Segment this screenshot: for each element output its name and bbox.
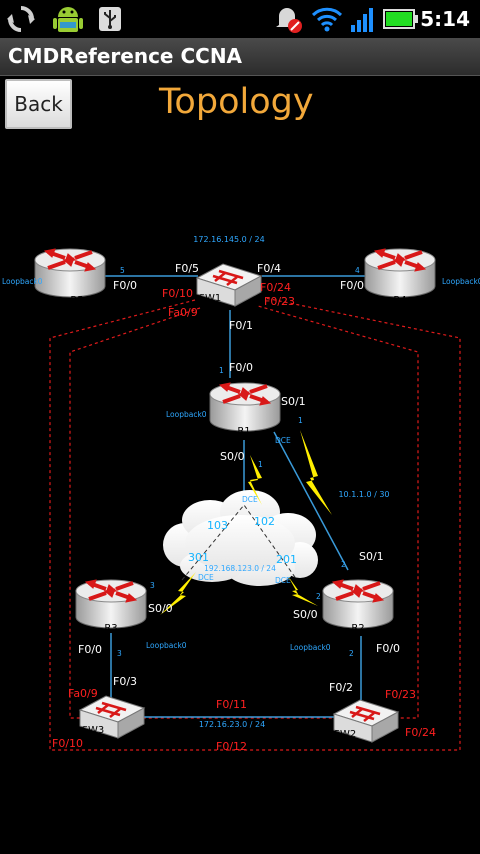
r3-f00-host-id: 3 [117, 649, 122, 658]
sw1-f05-label: F0/5 [175, 262, 199, 275]
sw3-f03-label: F0/3 [113, 675, 137, 688]
r4-f00-label: F0/0 [340, 279, 364, 292]
ethernet-links [103, 275, 365, 718]
status-bar: 5:14 [0, 0, 480, 38]
sync-icon [6, 0, 36, 38]
f012-label: F0/12 [216, 740, 247, 753]
r2-label: R2 [351, 623, 364, 634]
frame-relay-cloud [163, 490, 318, 586]
sw2-label: SW2 [334, 729, 357, 740]
sw1-f04-label: F0/4 [257, 262, 281, 275]
sw3-fa09-label: Fa0/9 [68, 687, 98, 700]
r2-s00-host-id: 2 [316, 592, 321, 601]
sw1-f010-label: F0/10 [162, 287, 193, 300]
r2-s00-label: S0/0 [293, 608, 318, 621]
sw3-label: SW3 [82, 725, 105, 736]
back-button[interactable]: Back [5, 79, 72, 129]
r3-s00-host-id: 3 [150, 581, 155, 590]
router-r4 [363, 247, 437, 299]
r2-loopback-label: Loopback0 [290, 643, 331, 652]
r1-s01-label: S0/1 [281, 395, 306, 408]
sw1-f024-label: F0/24 [260, 281, 291, 294]
router-r1 [208, 381, 282, 433]
page-title: Topology [159, 82, 314, 122]
dlci-201-label: 201 [276, 553, 297, 566]
wifi-icon [311, 0, 343, 38]
r1-f00-host-id: 1 [219, 366, 224, 375]
router-r3 [74, 578, 148, 630]
sw2-f023-label: F0/23 [385, 688, 416, 701]
battery-icon [383, 0, 419, 38]
r3-label: R3 [104, 623, 117, 634]
r3-s00-label: S0/0 [148, 602, 173, 615]
r3-f00-label: F0/0 [78, 643, 102, 656]
serial-links [160, 430, 332, 615]
cloud-dce-left-label: DCE [198, 573, 214, 582]
sw1-label: SW1 [199, 293, 222, 304]
sw2-f02-label: F0/2 [329, 681, 353, 694]
sw3-f010-label: F0/10 [52, 737, 83, 750]
alarm-muted-icon [272, 0, 304, 38]
r2-f00-label: F0/0 [376, 642, 400, 655]
r1-label: R1 [237, 426, 250, 437]
r5-loopback-label: Loopback0 [2, 277, 43, 286]
r1-s00-label: S0/0 [220, 450, 245, 463]
r5-label: R5 [70, 295, 83, 306]
r4-host-id: 4 [355, 266, 360, 275]
r1-f00-label: F0/0 [229, 361, 253, 374]
router-r5 [33, 247, 107, 299]
dlci-301-label: 301 [188, 551, 209, 564]
sw1-f01-label: F0/1 [229, 319, 253, 332]
r2-s01-host-id: 2 [341, 560, 346, 569]
usb-icon [97, 0, 123, 38]
cloud-dce-right-label: DCE [275, 576, 291, 585]
dlci-103-label: 103 [207, 519, 228, 532]
r2-s01-label: S0/1 [359, 550, 384, 563]
r1-s01-host-id: 1 [298, 416, 303, 425]
r5-host-id: 5 [120, 266, 125, 275]
redundant-links [49, 297, 461, 751]
status-clock: 5:14 [420, 7, 470, 31]
sw1-f023-label: F0/23 [264, 295, 295, 308]
android-debug-icon [50, 0, 86, 38]
app-title-bar: CMDReference CCNA [0, 38, 480, 76]
r5-f00-label: F0/0 [113, 279, 137, 292]
topology-diagram: R5 R4 SW1 R1 R3 R2 SW3 SW2 172.16.145.0 … [2, 235, 480, 753]
network-bottom-label: 172.16.23.0 / 24 [199, 720, 265, 729]
network-frame-label: 192.168.123.0 / 24 [204, 564, 276, 573]
sw2-f024-label: F0/24 [405, 726, 436, 739]
r3-loopback-label: Loopback0 [146, 641, 187, 650]
r1-dce-label: DCE [275, 436, 291, 445]
r4-label: R4 [393, 295, 406, 306]
network-r1-r2-label: 10.1.1.0 / 30 [338, 490, 389, 499]
sw1-fa09-label: Fa0/9 [168, 306, 198, 319]
app-title: CMDReference CCNA [8, 44, 243, 68]
signal-icon [350, 0, 376, 38]
f011-label: F0/11 [216, 698, 247, 711]
network-top-label: 172.16.145.0 / 24 [193, 235, 264, 244]
dlci-102-label: 102 [254, 515, 275, 528]
cloud-dce-top-label: DCE [242, 495, 258, 504]
r4-loopback-label: Loopback0 [442, 277, 480, 286]
r1-loopback-label: Loopback0 [166, 410, 207, 419]
r2-f00-host-id: 2 [349, 649, 354, 658]
r1-s00-host-id: 1 [258, 460, 263, 469]
router-r2 [321, 578, 395, 630]
